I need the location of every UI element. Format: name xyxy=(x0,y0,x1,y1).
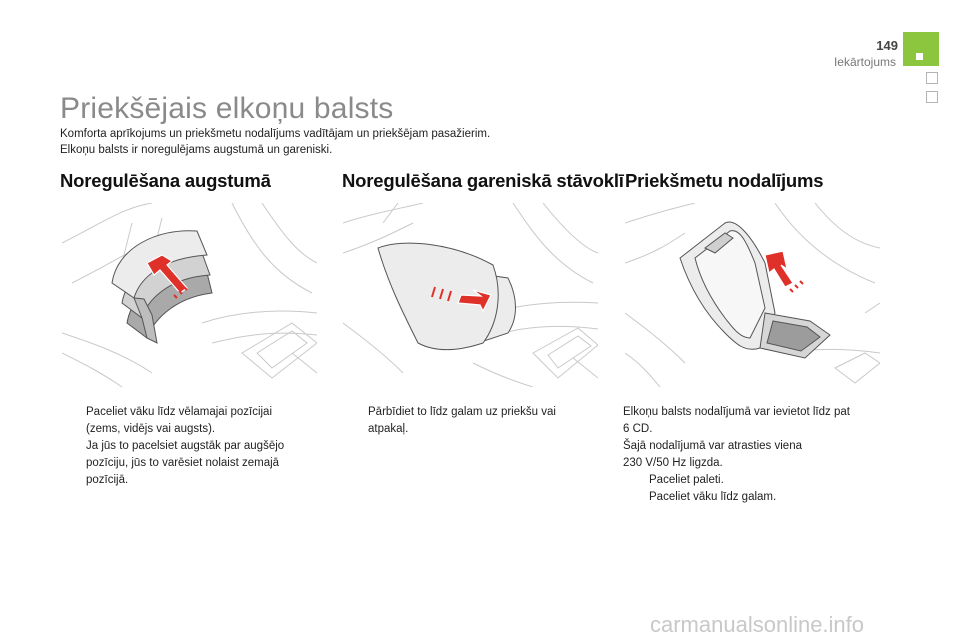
section-title-longitudinal: Noregulēšana gareniskā stāvoklī xyxy=(342,170,624,191)
illustration-longitudinal-adjust xyxy=(343,203,598,387)
illustration-height-adjust xyxy=(62,203,317,387)
page-number: 149 xyxy=(876,38,898,53)
arrow-forward-icon xyxy=(431,286,492,313)
arrow-up-icon xyxy=(146,254,188,299)
page-title: Priekšējais elkoņu balsts xyxy=(60,92,394,125)
illustration-storage-compartment xyxy=(625,203,880,387)
bullet-list-storage: Paceliet paleti. Paceliet vāku līdz gala… xyxy=(623,472,893,506)
intro-line: Elkoņu balsts ir noregulējams augstumā u… xyxy=(60,144,333,156)
list-item: Paceliet vāku līdz vēlamajai pozīcijai (… xyxy=(86,406,273,435)
section-title-storage: Priekšmetu nodalījums xyxy=(625,170,824,191)
tab-marker-icon xyxy=(916,53,923,60)
list-item: Ja jūs to pacelsiet augstāk par augšējo … xyxy=(86,440,285,486)
chapter-tab[interactable] xyxy=(926,91,938,103)
storage-description: Elkoņu balsts nodalījumā var ievietot lī… xyxy=(623,406,850,469)
bullet-list-longitudinal: Pārbīdiet to līdz galam uz priekšu vai a… xyxy=(342,404,602,438)
bullet-list-height: Paceliet vāku līdz vēlamajai pozīcijai (… xyxy=(60,404,320,489)
list-item: Paceliet paleti. xyxy=(649,474,724,486)
chapter-tab-active[interactable] xyxy=(903,32,939,66)
arrow-up-icon xyxy=(764,250,804,293)
watermark: carmanualsonline.info xyxy=(650,612,865,637)
chapter-name: Iekārtojums xyxy=(833,55,896,69)
intro-line: Komforta aprīkojums un priekšmetu nodalī… xyxy=(60,128,491,140)
chapter-tab[interactable] xyxy=(926,72,938,84)
section-title-height: Noregulēšana augstumā xyxy=(60,170,271,191)
list-item: Pārbīdiet to līdz galam uz priekšu vai a… xyxy=(368,406,556,435)
list-item: Paceliet vāku līdz galam. xyxy=(649,491,777,503)
